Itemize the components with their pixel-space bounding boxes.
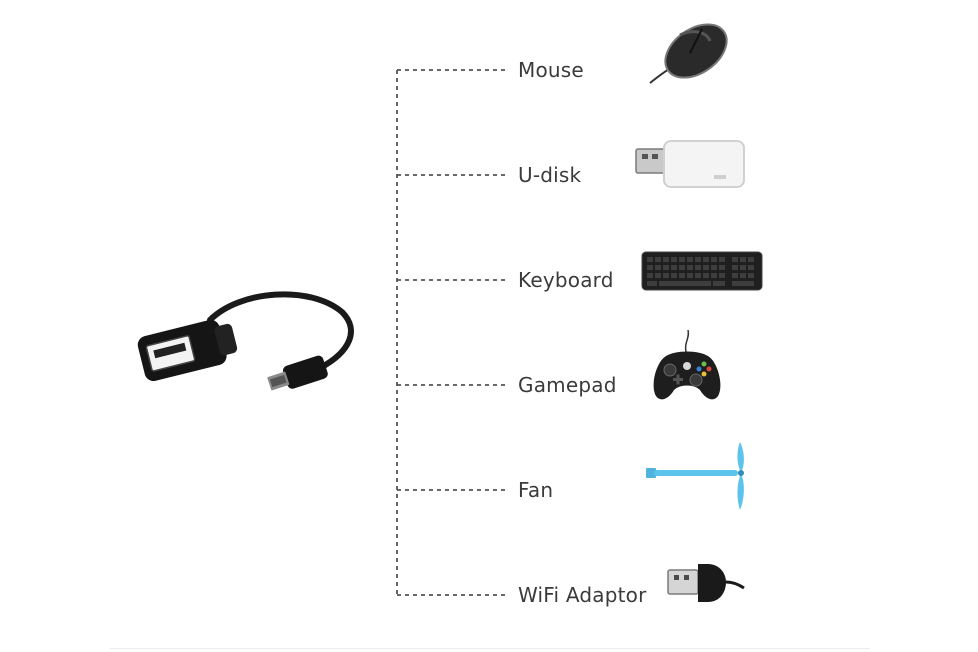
gamepad-icon <box>653 329 721 400</box>
label-mouse: Mouse <box>518 58 584 82</box>
label-keyboard: Keyboard <box>518 268 614 292</box>
otg-adapter-cable-icon <box>137 291 354 391</box>
label-fan: Fan <box>518 478 554 502</box>
mouse-icon <box>649 23 728 84</box>
label-wifi-adaptor: WiFi Adaptor <box>518 583 647 607</box>
label-gamepad: Gamepad <box>518 373 617 397</box>
keyboard-icon <box>641 251 763 291</box>
bottom-divider <box>110 648 870 649</box>
label-u-disk: U-disk <box>518 163 582 187</box>
usb-fan-icon <box>646 442 744 510</box>
wifi-adaptor-icon <box>667 564 745 602</box>
usb-flash-drive-icon <box>635 140 745 188</box>
